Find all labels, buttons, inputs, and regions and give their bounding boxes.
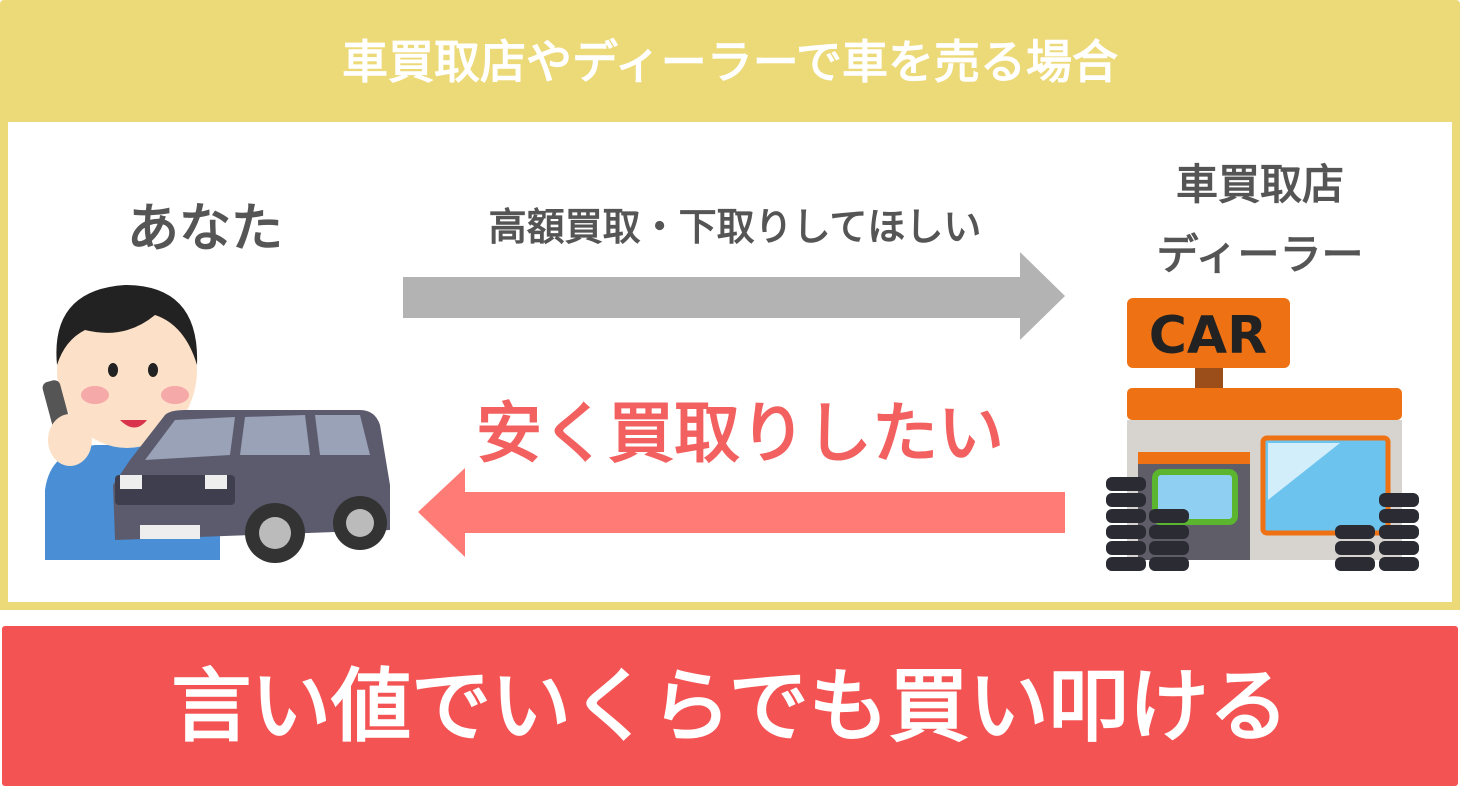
arrow-left-icon — [418, 468, 1065, 557]
shop-label-line1: 車買取店 — [1175, 160, 1344, 209]
you-label: あなた — [126, 199, 283, 259]
arrow-right-icon — [403, 252, 1065, 340]
shop-label: 車買取店 ディーラー — [1120, 150, 1400, 290]
conclusion-text: 言い値でいくらでも買い叩ける — [171, 660, 1289, 753]
shop-sign-text: CAR — [1149, 306, 1267, 366]
request-label: 高額買取・下取りしてほしい — [488, 205, 982, 249]
shop-label-line2: ディーラー — [1156, 230, 1364, 279]
conclusion-banner: 言い値でいくらでも買い叩ける — [2, 626, 1458, 786]
header-band: 車買取店やディーラーで車を売る場合 — [0, 0, 1460, 122]
car-icon — [113, 410, 390, 563]
header-title: 車買取店やディーラーで車を売る場合 — [341, 35, 1119, 89]
cheap-offer-label: 安く買取りしたい — [476, 395, 1004, 472]
car-shop-icon: CAR — [1106, 298, 1419, 571]
